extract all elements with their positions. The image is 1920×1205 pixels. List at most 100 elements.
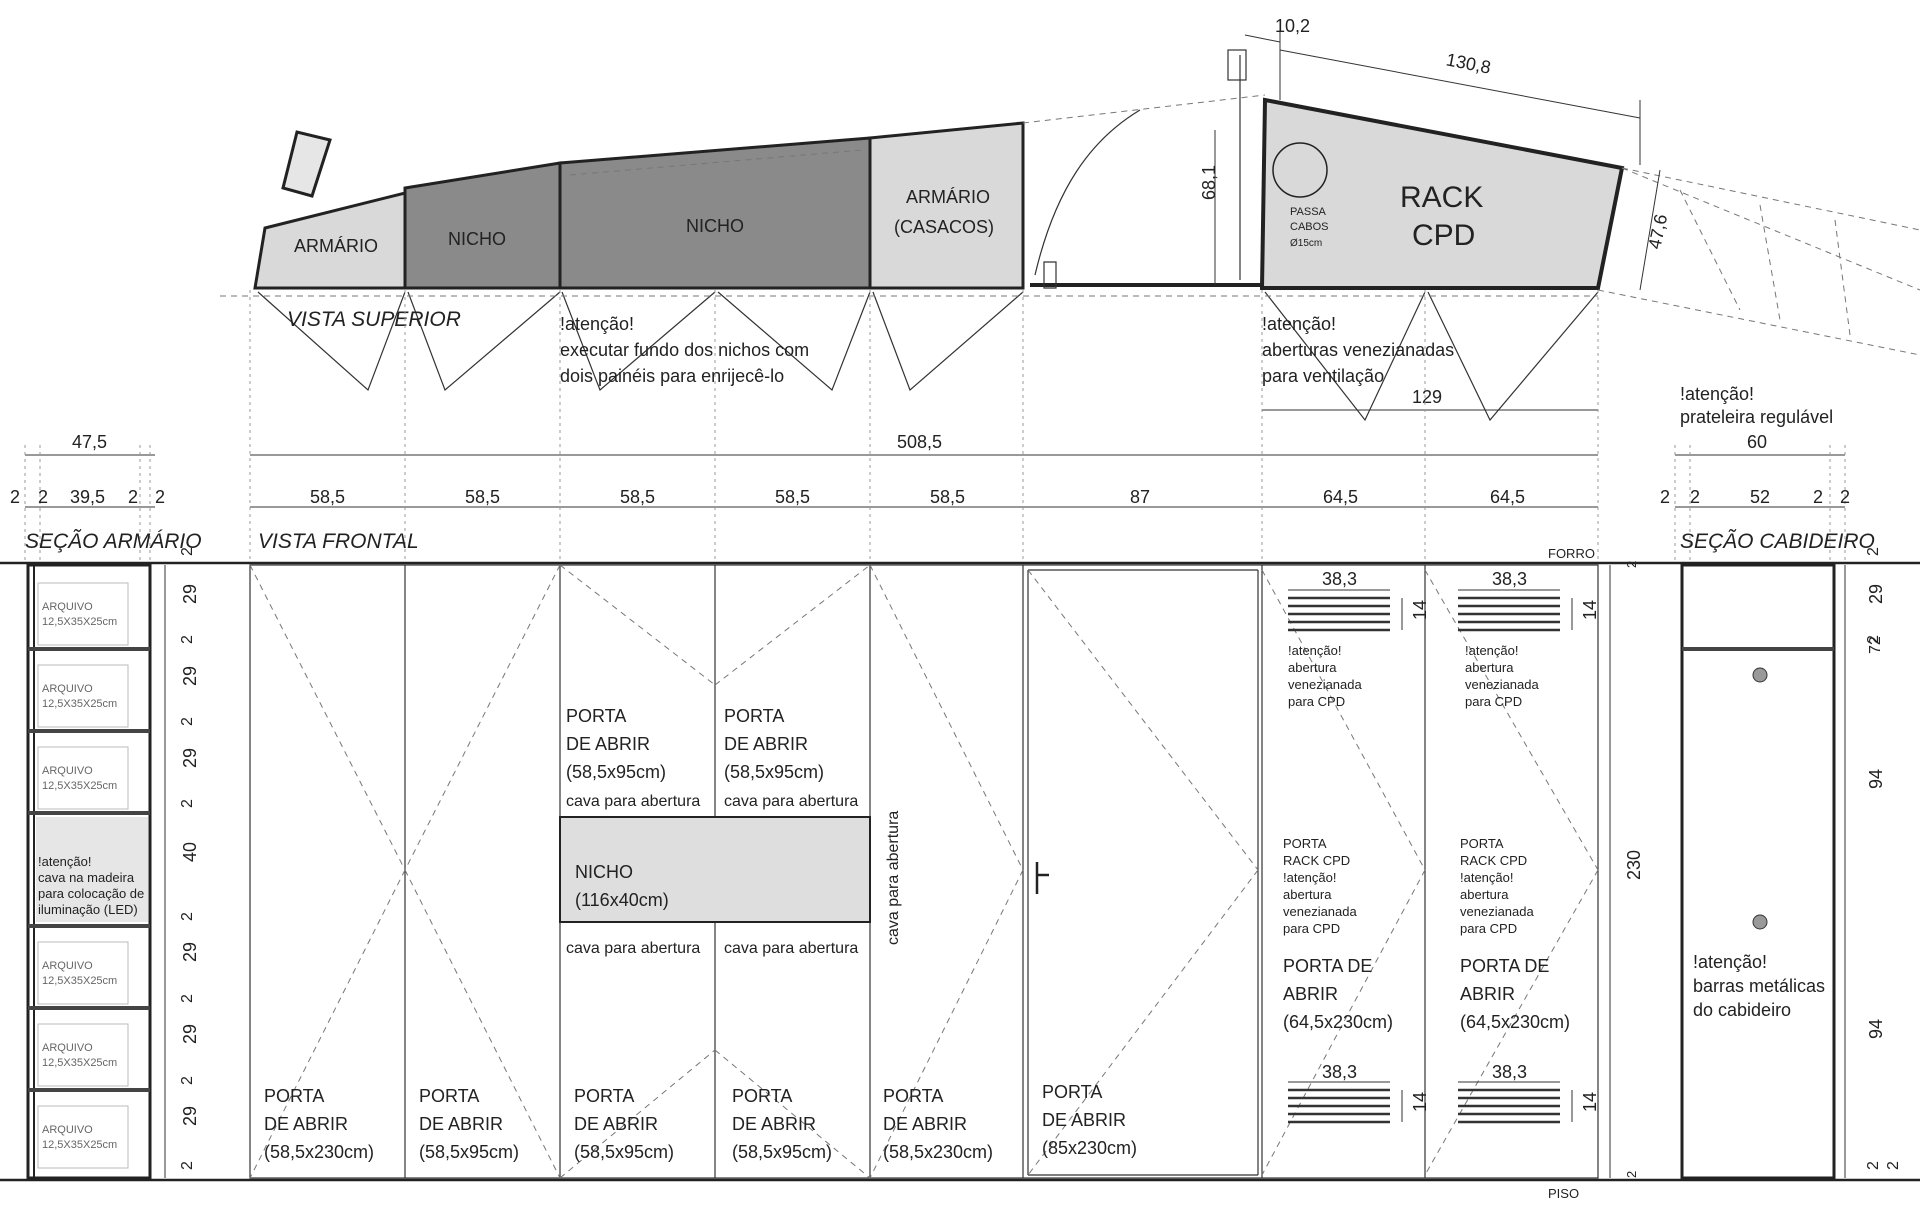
- door3-top-line3: (58,5x95cm): [566, 762, 666, 782]
- led-note-4: iluminação (LED): [38, 902, 138, 917]
- rack-big-2-2: (64,5x230cm): [1460, 1012, 1570, 1032]
- door-swing-arc: [1034, 109, 1141, 276]
- door1-line1: PORTA: [264, 1086, 324, 1106]
- door3-top-line2: DE ABRIR: [566, 734, 650, 754]
- door-handle-icon: [1035, 862, 1049, 894]
- arquivo-6: ARQUIVO: [42, 1124, 93, 1136]
- dim-10-2: 10,2: [1275, 16, 1310, 36]
- rack-big-1-2: (64,5x230cm): [1283, 1012, 1393, 1032]
- door1-line2: DE ABRIR: [264, 1114, 348, 1134]
- dim-col-8: 64,5: [1490, 487, 1525, 507]
- sc-h-2: 2: [1865, 635, 1882, 644]
- armario-label: ARMÁRIO: [294, 236, 378, 256]
- sa-h-1: 29: [180, 584, 200, 604]
- arquivo-5: ARQUIVO: [42, 1042, 93, 1054]
- nicho-front: [559, 816, 871, 923]
- dim-68-1: 68,1: [1199, 165, 1219, 200]
- sa-h-14: 2: [179, 1161, 196, 1170]
- vent-top-2: [1458, 596, 1560, 632]
- vent-h-bot-1: 14: [1410, 1092, 1430, 1112]
- cabideiro-note-1: !atenção!: [1693, 952, 1767, 972]
- door-handle-plan: [1227, 49, 1247, 81]
- vent-grilles: [1288, 596, 1560, 1124]
- rack-small-1-5: para CPD: [1283, 921, 1340, 936]
- door5-line3: (58,5x230cm): [883, 1142, 993, 1162]
- door-hinge: [1043, 261, 1057, 289]
- vent-w-top-1: 38,3: [1322, 569, 1357, 589]
- vent-h-bot-2: 14: [1580, 1092, 1600, 1112]
- vent-w-top-2: 38,3: [1492, 569, 1527, 589]
- dim-left-p5: 2: [155, 487, 165, 507]
- dim-right-p3: 52: [1750, 487, 1770, 507]
- section-armario-heights: 2 29 2 29 2 29 2 40 2 29 2 29 2 29 2: [179, 547, 200, 1170]
- rack-small-2-0: PORTA: [1460, 836, 1504, 851]
- top-view: ARMÁRIO NICHO NICHO ARMÁRIO (CASACOS) RA…: [220, 16, 1920, 422]
- note1-line3: dois painéis para enrijecê-lo: [560, 366, 784, 386]
- arquivo-1-dim: 12,5X35X25cm: [42, 616, 117, 628]
- sa-h-4: 2: [179, 717, 196, 726]
- section-armario: SEÇÃO ARMÁRIO ARQUIVO 12,5X35X25cm ARQUI…: [25, 529, 202, 1180]
- door4-top-line1: PORTA: [724, 706, 784, 726]
- right-note-1: !atenção!: [1680, 384, 1754, 404]
- rack-small-1-0: PORTA: [1283, 836, 1327, 851]
- door1-text: PORTA DE ABRIR (58,5x230cm): [264, 1086, 374, 1162]
- sc-h-6: 2: [1865, 1161, 1882, 1170]
- vent-note-2-2: venezianada: [1465, 677, 1539, 692]
- sa-h-11: 29: [180, 1024, 200, 1044]
- section-armario-frame: [26, 563, 152, 1180]
- arquivo-3-dim: 12,5X35X25cm: [42, 780, 117, 792]
- door5-line1: PORTA: [883, 1086, 943, 1106]
- rack-small-1-2: !atenção!: [1283, 870, 1337, 885]
- dim-left-total: 47,5: [72, 432, 107, 452]
- door3-bot-line2: DE ABRIR: [574, 1114, 658, 1134]
- vista-superior-title: VISTA SUPERIOR: [287, 308, 461, 331]
- niche-back-line: [569, 149, 863, 176]
- led-note-2: cava na madeira: [38, 870, 135, 885]
- arquivo-1: ARQUIVO: [42, 601, 93, 613]
- dim-lines: [25, 454, 1845, 508]
- rack-small-1-3: abertura: [1283, 887, 1332, 902]
- sc-h-3: 72: [1867, 636, 1884, 654]
- door6-line3: (85x230cm): [1042, 1138, 1137, 1158]
- cava-vertical: cava para abertura: [885, 811, 902, 945]
- armario-casacos-label-2: (CASACOS): [894, 217, 994, 237]
- rack-small-2-1: RACK CPD: [1460, 853, 1527, 868]
- sa-h-0: 2: [179, 547, 196, 556]
- swing-triangles: [257, 291, 1599, 422]
- door2-line1: PORTA: [419, 1086, 479, 1106]
- dim-47-6: 47,6: [1644, 212, 1671, 250]
- vent-w-bot-2: 38,3: [1492, 1062, 1527, 1082]
- piso-label: PISO: [1548, 1186, 1579, 1201]
- section-cabideiro-title: SEÇÃO CABIDEIRO: [1680, 529, 1875, 553]
- passa-label-3: Ø15cm: [1290, 238, 1322, 249]
- led-note-3: para colocação de: [38, 886, 144, 901]
- rack-big-1-1: ABRIR: [1283, 984, 1338, 1004]
- right-note-2: prateleira regulável: [1680, 407, 1833, 427]
- dim-col-1: 58,5: [310, 487, 345, 507]
- dim-col-6: 87: [1130, 487, 1150, 507]
- sa-h-13: 29: [180, 1106, 200, 1126]
- sc-h-5: 94: [1866, 1019, 1886, 1039]
- section-armario-title: SEÇÃO ARMÁRIO: [25, 529, 202, 553]
- vent-note-2-0: !atenção!: [1465, 643, 1519, 658]
- door3-bot-text: PORTA DE ABRIR (58,5x95cm): [574, 1086, 674, 1162]
- dim-right-p5: 2: [1840, 487, 1850, 507]
- armario-casacos-plan: [868, 121, 1025, 290]
- dim-left-p3: 39,5: [70, 487, 105, 507]
- cava-4: cava para abertura: [724, 940, 858, 957]
- arquivo-2-dim: 12,5X35X25cm: [42, 698, 117, 710]
- dimension-rows: 508,5 58,5 58,5 58,5 58,5 58,5 87 64,5 6…: [10, 290, 1850, 560]
- vent-note-2-3: para CPD: [1465, 694, 1522, 709]
- sa-h-12: 2: [179, 1076, 196, 1085]
- vent-top-1: [1288, 596, 1390, 632]
- door3-top-text: PORTA DE ABRIR (58,5x95cm) cava para abe…: [566, 706, 700, 810]
- arquivo-boxes: [37, 582, 129, 1169]
- nicho1-label: NICHO: [448, 229, 506, 249]
- sc-h-4: 94: [1866, 769, 1886, 789]
- top-view-extension-lines: [220, 94, 1920, 356]
- arquivo-4-dim: 12,5X35X25cm: [42, 975, 117, 987]
- vent-note-1-0: !atenção!: [1288, 643, 1342, 658]
- vent-w-bot-1: 38,3: [1322, 1062, 1357, 1082]
- door4-bot-line1: PORTA: [732, 1086, 792, 1106]
- note1-line2: executar fundo dos nichos com: [560, 340, 809, 360]
